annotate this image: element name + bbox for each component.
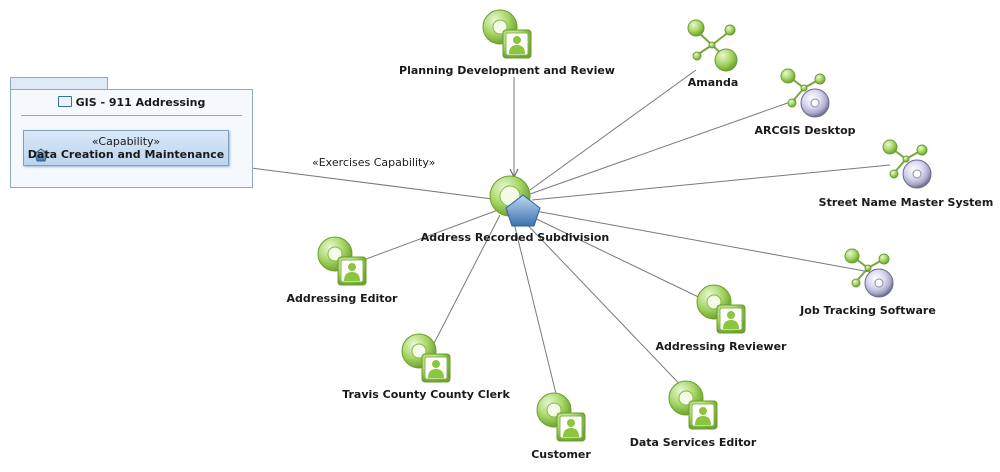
component-icon-amanda[interactable] (687, 19, 738, 72)
edge-travis[interactable] (427, 214, 501, 356)
node-label-snms: Street Name Master System (818, 196, 994, 209)
edges (227, 69, 891, 411)
node-label-amanda: Amanda (687, 76, 739, 89)
package-tab (10, 77, 108, 90)
edge-dse[interactable] (517, 214, 691, 396)
node-label-travis: Travis County County Clerk (342, 388, 510, 401)
pentagon-icon (34, 148, 48, 162)
actor-icon-dse[interactable] (668, 380, 718, 430)
package-body[interactable]: GIS - 911 Addressing «Capability» Data C… (10, 89, 253, 188)
folder-icon (57, 96, 72, 107)
pentagon-icon (505, 194, 541, 227)
package-title: GIS - 911 Addressing (11, 96, 252, 109)
center-node[interactable] (489, 175, 541, 227)
actor-icon-planning[interactable] (482, 9, 532, 59)
system-icon-snms[interactable] (882, 139, 932, 189)
package-divider (21, 115, 242, 116)
actor-icon-customer[interactable] (536, 392, 586, 442)
node-label-jts: Job Tracking Software (800, 304, 936, 317)
edge-customer[interactable] (511, 214, 561, 411)
edge-snms[interactable] (531, 164, 891, 201)
edge-addr-reviewer[interactable] (521, 211, 716, 306)
edge-addr-editor[interactable] (349, 209, 499, 266)
actor-icon-addr-editor[interactable] (317, 236, 367, 286)
node-label-arcgis: ARCGIS Desktop (754, 124, 856, 137)
edge-arcgis[interactable] (529, 99, 797, 195)
capability-stereotype: «Capability» (91, 135, 161, 148)
actor-icon-travis[interactable] (401, 333, 451, 383)
capability-element[interactable]: «Capability» Data Creation and Maintenan… (23, 130, 229, 166)
node-label-addr-editor: Addressing Editor (286, 292, 398, 305)
system-icon-arcgis[interactable] (780, 68, 830, 118)
actor-icon-addr-reviewer[interactable] (696, 284, 746, 334)
node-label-planning: Planning Development and Review (399, 64, 615, 77)
node-label-customer: Customer (531, 448, 591, 461)
edge-jts[interactable] (529, 209, 871, 273)
capability-edge-label: «Exercises Capability» (312, 156, 436, 169)
capability-name: Data Creation and Maintenance (27, 148, 225, 161)
edge-capability[interactable] (227, 164, 501, 201)
node-label-dse: Data Services Editor (629, 436, 757, 449)
center-node-label: Address Recorded Subdivision (420, 231, 610, 244)
system-icon-jts[interactable] (844, 248, 894, 298)
node-label-addr-reviewer: Addressing Reviewer (655, 340, 787, 353)
edge-amanda[interactable] (529, 69, 697, 191)
